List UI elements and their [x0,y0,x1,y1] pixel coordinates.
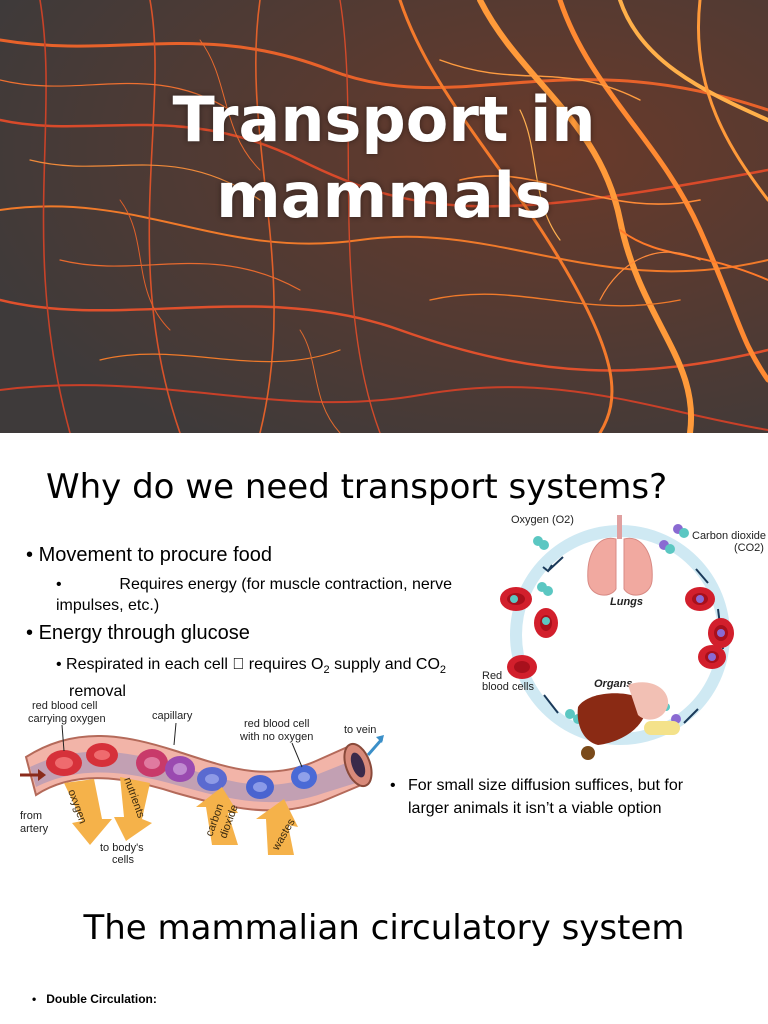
label-organs: Organs [594,678,633,690]
arrow-icon [64,777,298,855]
sub-bullet-text: Respirated in each cell   requires O [66,656,324,673]
label-rbc-no-oxygen: red blood cell [244,718,309,730]
blood-vessel-diagram: oxygen nutrients carbon dioxide wastes r… [20,700,384,865]
bullet-glucose: • Energy through glucose [26,622,250,644]
label-to-vein: to vein [344,724,376,736]
organs-icon [577,682,680,760]
label-co2: Carbon dioxide [692,530,766,542]
label-capillary: capillary [152,710,193,722]
red-blood-cell-icon [46,743,317,799]
label-oxygen: Oxygen (O2) [511,514,574,526]
label-rbc-oxygen: red blood cell [32,700,97,712]
bullet-text: Double Circulation: [46,992,157,1006]
lungs-icon [587,515,653,596]
subscript: 2 [439,664,447,677]
bullet-text: For small size diffusion suffices, but f… [408,777,684,817]
circulation-diagram: Oxygen (O2) Carbon dioxide (CO2) Lungs O… [482,514,766,760]
label-from: from [20,810,42,822]
transport-systems-slide: Why do we need transport systems? • Move… [0,447,768,877]
bullet-text: Energy through glucose [38,622,250,644]
sub-bullet-text: Requires energy (for muscle contraction,… [56,576,452,614]
label-artery: artery [20,823,49,835]
slide-title: Why do we need transport systems? [46,467,668,507]
slide-title: Transport in mammals [172,83,596,232]
slide-title: The mammalian circulatory system [83,908,685,948]
label-cells: cells [112,854,135,865]
label-rbc-no-oxygen-2: with no oxygen [239,731,313,743]
label-co2-formula: (CO2) [734,542,764,554]
blood-vessels-image [0,0,768,433]
sub-bullet-text: removal [69,683,126,701]
bullet-double-circulation: • Double Circulation: [32,992,157,1006]
bullet-movement: • Movement to procure food [26,544,273,566]
bullet-diffusion: • For small size diffusion suffices, but… [390,774,690,820]
subscript: 2 [323,664,330,677]
label-to-body: to body's [100,842,144,854]
label-rbc-cells: blood cells [482,681,534,693]
sub-bullet-respiration: • Respirated in each cell   requires O2 … [56,656,447,701]
label-lungs: Lungs [610,596,643,608]
sub-bullet-energy: • Requires energy (for muscle contractio… [56,576,452,614]
title-slide: Transport in mammals [0,0,768,433]
label-rbc: Red [482,670,502,682]
circulatory-system-slide: The mammalian circulatory system • Doubl… [0,890,768,1024]
sub-bullet-text: supply and CO [329,656,440,673]
label-rbc-oxygen-2: carrying oxygen [28,713,106,725]
bullet-text: Movement to procure food [38,544,273,566]
